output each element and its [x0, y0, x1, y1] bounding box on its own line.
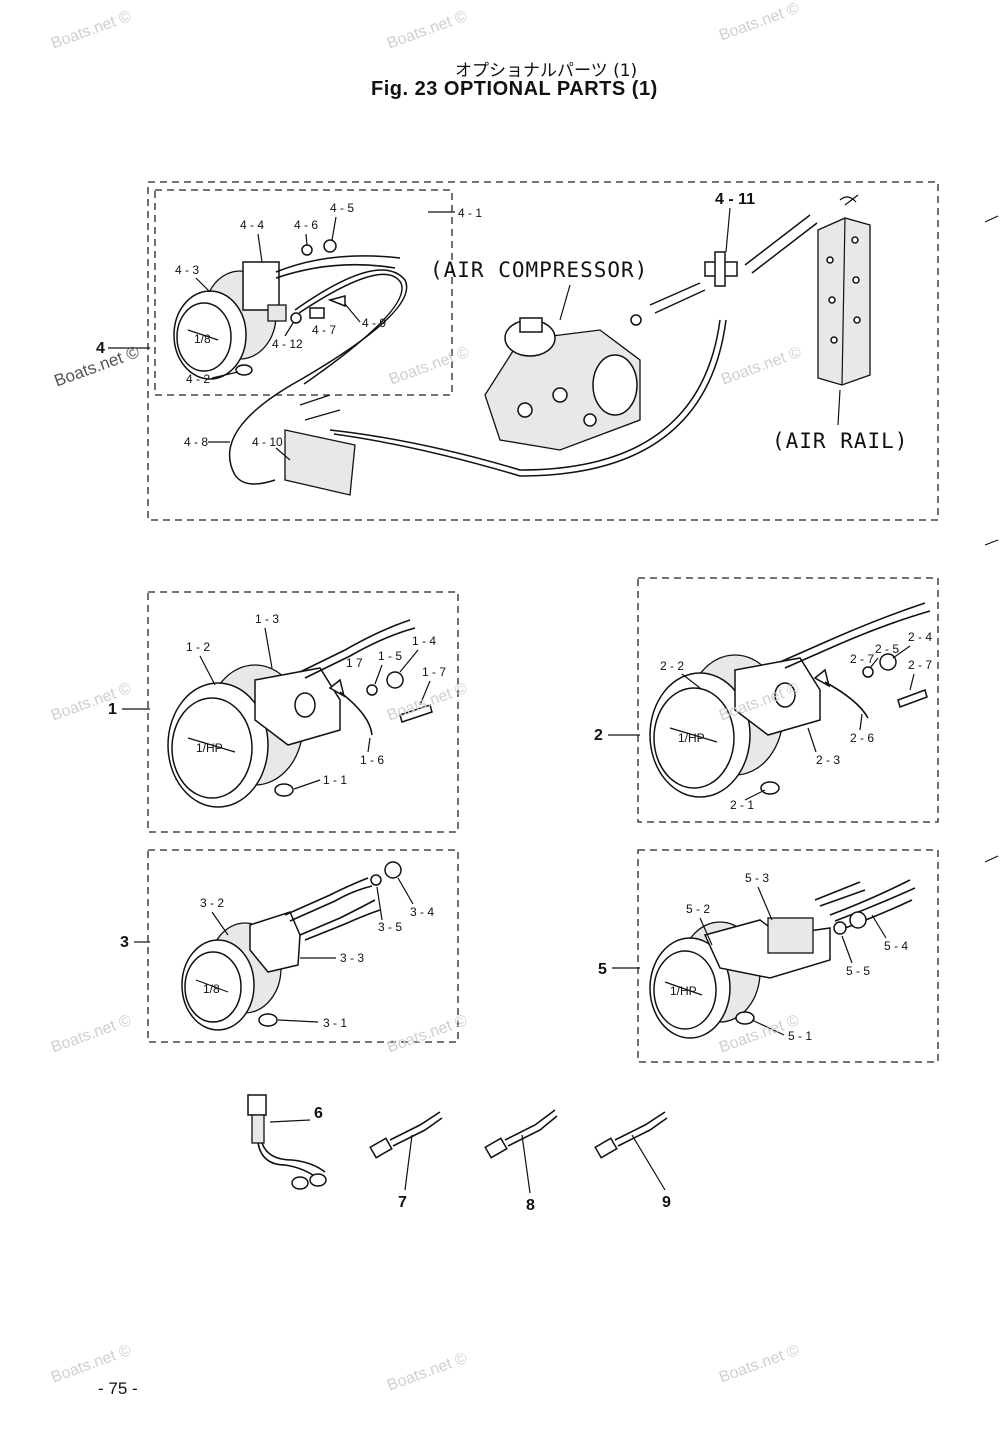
callout-3-1: 3 - 1: [323, 1016, 347, 1030]
callout-3: 3: [120, 934, 129, 951]
group-5-dashed-box: [637, 849, 939, 1063]
gauge-4-face-mark: 1/8: [194, 332, 211, 346]
callout-6: 6: [314, 1105, 323, 1122]
callout-3-2: 3 - 2: [200, 896, 224, 910]
callout-2: 2: [594, 727, 603, 744]
figure-title-japanese: オプショナルパーツ (1): [455, 61, 638, 81]
group-4-air-gauge-kit: 1/8: [96, 181, 939, 521]
group-2-gauge-kit: 1/HP 2 2 - 1 2 - 2 2 - 3 2 - 4 2 - 5 2 -…: [594, 577, 939, 823]
callout-4-3: 4 - 3: [175, 263, 199, 277]
callout-2-4: 2 - 4: [908, 630, 932, 644]
callout-2-5: 2 - 5: [875, 642, 899, 656]
callout-1: 1: [108, 701, 117, 718]
callout-5-4: 5 - 4: [884, 939, 908, 953]
group-5-gauge-kit: 1/HP 5 5 - 1 5 - 2 5 - 3 5 - 4 5 - 5: [598, 849, 939, 1063]
callout-2-6: 2 - 6: [850, 731, 874, 745]
callout-2-7a: 2 - 7: [850, 652, 874, 666]
callout-4-5: 4 - 5: [330, 201, 354, 215]
callout-1-1: 1 - 1: [323, 773, 347, 787]
gauge-3-face-mark: 1/8: [203, 982, 220, 996]
callout-1-7a: 1 7: [346, 656, 363, 670]
callout-2-7b: 2 - 7: [908, 658, 932, 672]
group-3-gauge-kit: 1/8 3 3 - 1 3 - 2 3 - 3 3 - 4 3 - 5: [120, 849, 459, 1043]
callout-4-10: 4 - 10: [252, 435, 283, 449]
margin-marks: [984, 215, 999, 863]
callout-5-2: 5 - 2: [686, 902, 710, 916]
part-7-harness: 7: [369, 1111, 443, 1211]
callout-8: 8: [526, 1197, 535, 1214]
callout-1-2: 1 - 2: [186, 640, 210, 654]
callout-4-4: 4 - 4: [240, 218, 264, 232]
group-4-1-gauge-dashed-box: [154, 189, 453, 396]
callout-4-11: 4 - 11: [715, 191, 755, 208]
group-2-dashed-box: [637, 577, 939, 823]
callout-4-7: 4 - 7: [312, 323, 336, 337]
group-1-gauge-kit: 1/HP 1 1 - 1 1 - 2 1 - 3 1 - 4 1 - 5 1 -…: [108, 591, 459, 833]
callout-9: 9: [662, 1194, 671, 1211]
callout-3-3: 3 - 3: [340, 951, 364, 965]
loose-parts-row: 6 7 8 9: [247, 1094, 671, 1214]
callout-5: 5: [598, 961, 607, 978]
group-1-dashed-box: [147, 591, 459, 833]
callout-7: 7: [398, 1194, 407, 1211]
callout-4-2: 4 - 2: [186, 372, 210, 386]
air-compressor-illustration: [484, 317, 641, 451]
callout-4-9: 4 - 9: [362, 316, 386, 330]
callout-4-1: 4 - 1: [458, 206, 482, 220]
callout-5-5: 5 - 5: [846, 964, 870, 978]
callout-1-4: 1 - 4: [412, 634, 436, 648]
callout-3-5: 3 - 5: [378, 920, 402, 934]
callout-5-3: 5 - 3: [745, 871, 769, 885]
callout-4-6: 4 - 6: [294, 218, 318, 232]
air-rail-illustration: [817, 217, 871, 386]
callout-4: 4: [96, 340, 105, 357]
callout-2-3: 2 - 3: [816, 753, 840, 767]
callout-4-8: 4 - 8: [184, 435, 208, 449]
part-6-switch: 6: [247, 1094, 327, 1190]
gauge-5-face-mark: 1/HP: [670, 984, 697, 998]
air-compressor-label: (AIR COMPRESSOR): [430, 258, 648, 282]
gauge-1-face-mark: 1/HP: [196, 741, 223, 755]
callout-1-6: 1 - 6: [360, 753, 384, 767]
callout-2-2: 2 - 2: [660, 659, 684, 673]
part-9-harness: 9: [594, 1111, 671, 1211]
group-3-dashed-box: [147, 849, 459, 1043]
air-rail-label: (AIR RAIL): [772, 429, 908, 453]
figure-title-english: Fig. 23 OPTIONAL PARTS (1): [371, 78, 658, 100]
callout-5-1: 5 - 1: [788, 1029, 812, 1043]
group-4-outer-dashed-box: [147, 181, 939, 521]
callout-2-1: 2 - 1: [730, 798, 754, 812]
part-8-harness: 8: [484, 1109, 558, 1214]
callout-1-5: 1 - 5: [378, 649, 402, 663]
callout-1-7b: 1 - 7: [422, 665, 446, 679]
callout-4-12: 4 - 12: [272, 337, 303, 351]
gauge-2-face-mark: 1/HP: [678, 731, 705, 745]
callout-1-3: 1 - 3: [255, 612, 279, 626]
gauge-4-3: 1/8: [173, 261, 287, 380]
page-number: - 75 -: [98, 1379, 138, 1398]
callout-3-4: 3 - 4: [410, 905, 434, 919]
